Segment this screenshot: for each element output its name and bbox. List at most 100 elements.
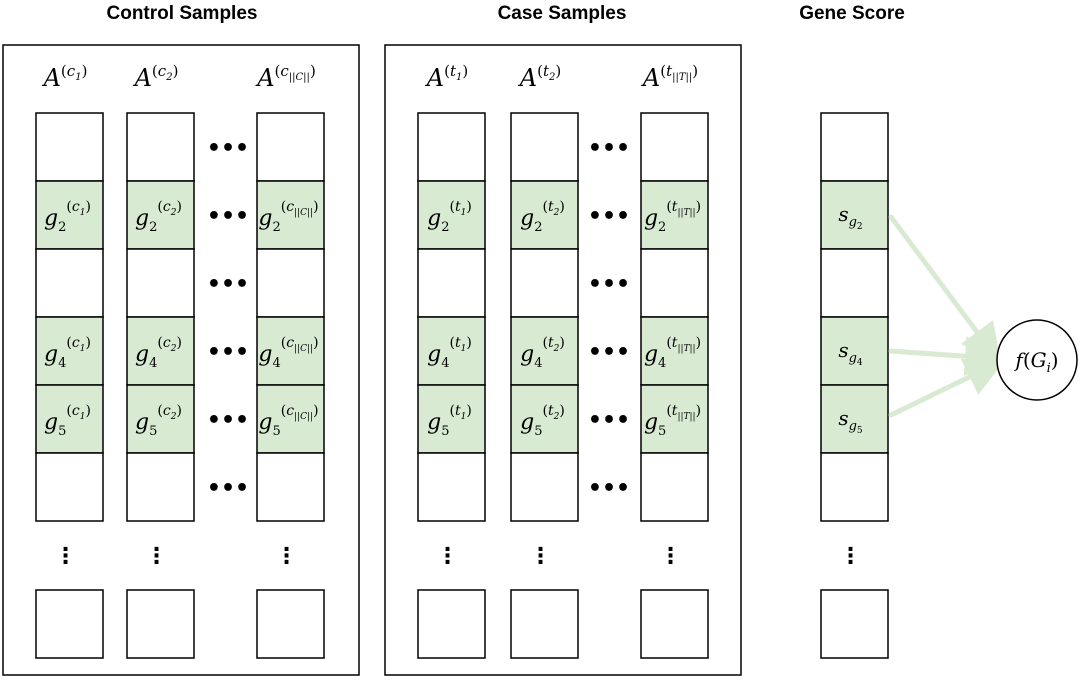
score-arrow [888, 214, 1001, 365]
control-gene-cell [35, 248, 104, 318]
control-gene-cell-highlighted [256, 316, 325, 386]
control-column-header: A(c2) [133, 62, 179, 92]
gene-score-cell [820, 452, 889, 522]
control-gene-label: g2(c||C||) [258, 199, 318, 235]
case-column-header: A(t2) [518, 62, 561, 92]
vertical-ellipsis: ⋮ [55, 544, 77, 569]
case-gene-cell [640, 452, 709, 522]
case-gene-label: g5(t1) [427, 403, 472, 439]
cells-layer [35, 112, 889, 659]
case-gene-cell-last [417, 589, 486, 659]
case-gene-cell [640, 248, 709, 318]
case-gene-cell-highlighted [510, 384, 579, 454]
gene-score-label: sg4 [838, 338, 863, 368]
horizontal-ellipsis: ••• [588, 272, 630, 297]
case-samples-panel [384, 44, 742, 676]
case-gene-cell [510, 248, 579, 318]
control-gene-cell-highlighted [126, 384, 195, 454]
case-gene-cell-highlighted [510, 316, 579, 386]
case-gene-cell-highlighted [417, 316, 486, 386]
case-gene-cell [510, 112, 579, 182]
control-gene-cell [35, 112, 104, 182]
horizontal-ellipsis: ••• [207, 136, 249, 161]
control-gene-label: g5(c1) [44, 403, 91, 439]
horizontal-ellipsis: ••• [588, 204, 630, 229]
control-gene-cell-last [256, 589, 325, 659]
control-gene-label: g4(c2) [135, 335, 182, 371]
case-gene-label: g2(t1) [427, 199, 472, 235]
case-gene-cell-highlighted [640, 316, 709, 386]
control-gene-cell [126, 452, 195, 522]
horizontal-ellipsis: ••• [207, 476, 249, 501]
case-gene-cell [417, 248, 486, 318]
function-label: f(Gi) [1013, 348, 1058, 376]
case-gene-cell [510, 452, 579, 522]
control-gene-label: g4(c1) [44, 335, 91, 371]
control-gene-cell-highlighted [35, 384, 104, 454]
control-samples-header: Control Samples [107, 3, 258, 24]
gene-score-label: sg5 [838, 406, 863, 436]
control-gene-cell [256, 452, 325, 522]
score-arrow [888, 336, 1005, 377]
case-column-header: A(t||T||) [641, 62, 698, 92]
vertical-ellipsis: ⋮ [146, 544, 168, 569]
case-gene-cell-last [640, 589, 709, 659]
gene-score-header: Gene Score [799, 3, 905, 24]
labels-layer: A(c1) g2(c1) g4(c1) g5(c1) ⋮ A(c2) g2(c2) g4(c2… [42, 62, 863, 569]
control-gene-cell-last [126, 589, 195, 659]
horizontal-ellipsis: ••• [207, 408, 249, 433]
function-node [996, 319, 1078, 401]
control-samples-panel [2, 44, 360, 676]
case-gene-label: g4(t1) [427, 335, 472, 371]
vertical-ellipsis: ⋮ [660, 544, 682, 569]
control-gene-label: g5(c2) [135, 403, 182, 439]
control-gene-cell [35, 452, 104, 522]
control-column-header: A(c||C||) [255, 62, 316, 92]
gene-score-cell [820, 248, 889, 318]
case-column-header: A(t1) [425, 62, 468, 92]
case-gene-label: g2(t||T||) [644, 199, 701, 235]
horizontal-ellipsis: ••• [207, 204, 249, 229]
arrows-layer [888, 214, 1006, 418]
horizontal-ellipsis: ••• [588, 136, 630, 161]
control-gene-cell-highlighted [256, 384, 325, 454]
case-gene-cell-highlighted [417, 384, 486, 454]
gene-score-cell [820, 112, 889, 182]
case-gene-cell-highlighted [640, 384, 709, 454]
horizontal-ellipsis: ••• [207, 340, 249, 365]
control-gene-cell-highlighted [126, 180, 195, 250]
horizontal-ellipsis: ••• [588, 476, 630, 501]
case-gene-label: g4(t||T||) [644, 335, 701, 371]
case-gene-cell-last [510, 589, 579, 659]
vertical-ellipsis: ⋮ [276, 544, 298, 569]
control-gene-cell-highlighted [256, 180, 325, 250]
control-column-header: A(c1) [42, 62, 88, 92]
control-gene-cell [256, 248, 325, 318]
vertical-ellipsis: ⋮ [840, 544, 862, 569]
control-gene-cell-last [35, 589, 104, 659]
case-gene-cell [640, 112, 709, 182]
case-gene-cell [417, 112, 486, 182]
case-gene-cell-highlighted [640, 180, 709, 250]
case-gene-cell [417, 452, 486, 522]
score-arrow [888, 358, 1006, 418]
control-gene-cell-highlighted [126, 316, 195, 386]
control-gene-cell [126, 112, 195, 182]
horizontal-ellipsis: ••• [588, 340, 630, 365]
gene-score-cell-last [820, 589, 889, 659]
case-samples-header: Case Samples [498, 3, 627, 24]
case-gene-label: g5(t2) [520, 403, 565, 439]
horizontal-ellipsis: ••• [588, 408, 630, 433]
vertical-ellipsis: ⋮ [437, 544, 459, 569]
control-gene-label: g2(c2) [135, 199, 182, 235]
gene-score-label: sg2 [838, 202, 862, 232]
control-gene-cell-highlighted [35, 180, 104, 250]
case-gene-label: g5(t||T||) [644, 403, 701, 439]
gene-score-cell-highlighted [820, 316, 889, 386]
case-gene-cell-highlighted [510, 180, 579, 250]
case-gene-label: g2(t2) [520, 199, 565, 235]
control-gene-label: g2(c1) [44, 199, 91, 235]
case-gene-label: g4(t2) [520, 335, 565, 371]
control-gene-label: g5(c||C||) [258, 403, 318, 439]
